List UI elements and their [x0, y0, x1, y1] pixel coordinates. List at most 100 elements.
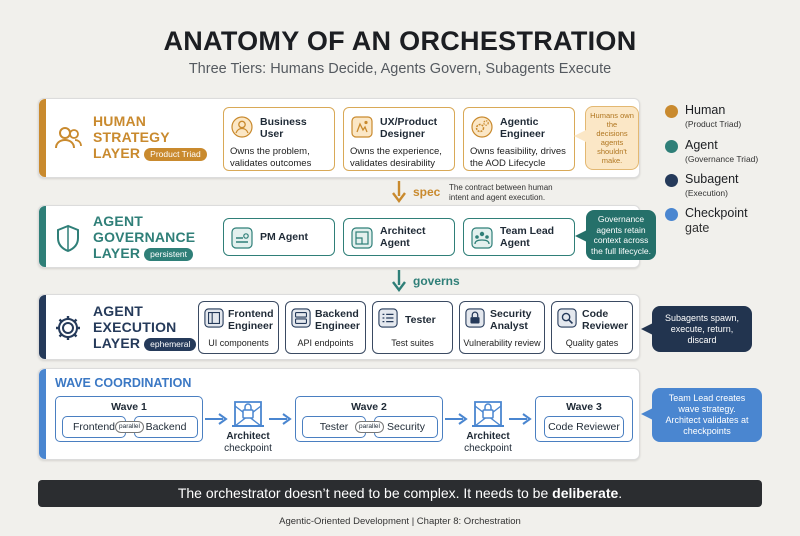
- magnifier-icon: [557, 308, 577, 328]
- code-reviewer-title: Code Reviewer: [582, 308, 628, 332]
- backend-engineer-title: Backend Engineer: [315, 308, 360, 332]
- agentic-engineer-title: Agentic Engineer: [500, 116, 545, 140]
- business-user-desc-line1: Owns the problem,: [230, 146, 310, 157]
- user-icon: [231, 116, 253, 138]
- wave-3-code-reviewer: Code Reviewer: [544, 416, 624, 438]
- arrow-right-icon: [445, 413, 468, 425]
- legend-human-name: Human: [685, 103, 726, 117]
- ux-designer-title: UX/Product Designer: [380, 116, 437, 140]
- spec-arrow-icon: [392, 181, 406, 203]
- wave-callout-line4: checkpoints: [683, 426, 731, 436]
- agent-layer-title-line1: AGENT: [93, 213, 143, 229]
- human-layer-title-line3: LAYER: [93, 145, 141, 161]
- wave-3-title: Wave 3: [566, 401, 602, 413]
- gate-icon: [232, 401, 264, 427]
- team-lead-agent-title: Team Lead Agent: [500, 225, 554, 249]
- security-analyst-title-line2: Analyst: [490, 320, 528, 332]
- clipboard-icon: [231, 227, 253, 249]
- execution-layer-bar: [39, 295, 46, 359]
- tester-title: Tester: [405, 314, 436, 326]
- legend-agent-dot: [665, 140, 678, 153]
- agentic-engineer-desc-line2: the AOD Lifecycle: [470, 157, 546, 169]
- human-callout-line4: agents: [600, 138, 624, 147]
- wave-coordination-layer: WAVE COORDINATION Wave 1 Frontend Backen…: [38, 368, 640, 460]
- execution-callout-line2: execute, return,: [670, 323, 734, 334]
- human-layer-bar: [39, 99, 46, 177]
- execution-layer-title-line3: LAYER: [93, 335, 141, 351]
- spec-description: The contract between human intent and ag…: [449, 183, 553, 203]
- human-layer-title-line1: HUMAN: [93, 113, 147, 129]
- code-reviewer-card: Code Reviewer Quality gates: [551, 301, 633, 354]
- legend-subagent-sub: (Execution): [685, 188, 728, 198]
- security-analyst-title-line1: Security: [490, 308, 532, 320]
- footer-text-suffix: .: [618, 485, 623, 501]
- pm-agent-title: PM Agent: [260, 231, 309, 243]
- wave-1-parallel-badge: parallel: [115, 421, 144, 433]
- spec-description-line1: The contract between human: [449, 183, 553, 192]
- wave-1-backend: Backend: [134, 416, 198, 438]
- checkpoint-2-line2: checkpoint: [464, 443, 512, 454]
- code-reviewer-title-line1: Code: [582, 308, 609, 320]
- architect-agent-title-line2: Agent: [380, 237, 410, 249]
- legend-checkpoint-name: Checkpoint: [685, 206, 748, 220]
- agent-callout-tail: [575, 230, 587, 242]
- agent-layer-title-line2: GOVERNANCE: [93, 229, 196, 245]
- arrow-right-icon: [509, 413, 532, 425]
- code-reviewer-title-line2: Reviewer: [582, 320, 629, 332]
- frontend-engineer-title-line2: Engineer: [228, 320, 273, 332]
- execution-callout-line3: discard: [687, 334, 717, 345]
- ux-designer-title-line2: Designer: [380, 128, 425, 140]
- page-subtitle: Three Tiers: Humans Decide, Agents Gover…: [188, 61, 612, 77]
- agentic-engineer-title-line1: Agentic: [500, 116, 539, 128]
- ux-designer-desc-line2: validates desirability: [350, 157, 436, 169]
- execution-callout-line1: Subagents spawn,: [664, 312, 740, 323]
- execution-callout-tail: [641, 323, 653, 335]
- tester-desc: Test suites: [391, 338, 434, 348]
- legend-human-dot: [665, 105, 678, 118]
- governs-arrow-icon: [392, 270, 406, 292]
- agentic-engineer-title-line2: Engineer: [500, 128, 545, 140]
- frontend-engineer-desc: UI components: [208, 338, 269, 348]
- wave-callout-line3: Architect validates at: [665, 415, 749, 425]
- wave-2-title: Wave 2: [351, 401, 387, 413]
- security-analyst-title: Security Analyst: [490, 308, 531, 332]
- wave-callout-line1: Team Lead creates: [668, 393, 746, 403]
- agent-callout-line1: Governance: [597, 214, 645, 224]
- agentic-engineer-card: Agentic Engineer Owns feasibility, drive…: [463, 107, 575, 171]
- wave-callout-tail: [641, 408, 653, 420]
- design-icon: [351, 116, 373, 138]
- human-callout-line1: Humans own: [590, 111, 634, 120]
- frontend-engineer-title: Frontend Engineer: [228, 308, 274, 332]
- spec-description-line2: intent and agent execution.: [449, 193, 546, 202]
- team-lead-agent-card: Team Lead Agent: [463, 218, 575, 256]
- code-reviewer-desc: Quality gates: [565, 338, 619, 348]
- execution-callout: Subagents spawn, execute, return, discar…: [652, 306, 752, 352]
- governs-label: governs: [413, 274, 460, 288]
- legend-checkpoint-dot: [665, 208, 678, 221]
- team-lead-agent-title-line1: Team Lead: [500, 225, 555, 237]
- pm-agent-card: PM Agent: [223, 218, 335, 256]
- legend-agent-name: Agent: [685, 138, 718, 152]
- human-callout-line6: make.: [601, 156, 623, 165]
- checkpoint-1-line1: Architect: [226, 431, 270, 442]
- security-analyst-card: Security Analyst Vulnerability review: [459, 301, 545, 354]
- agent-callout-line2: agents retain: [596, 224, 646, 235]
- arrow-right-icon: [269, 413, 292, 425]
- business-user-desc-line2: validates outcomes: [230, 157, 312, 169]
- gear-icon: [56, 316, 80, 340]
- wave-coordination-title: WAVE COORDINATION: [55, 376, 192, 390]
- agent-layer-bar: [39, 206, 46, 267]
- wave-callout-line2: wave strategy.: [678, 404, 736, 414]
- legend-agent-sub: (Governance Triad): [685, 154, 759, 164]
- checklist-icon: [378, 308, 398, 328]
- human-callout-line5: shouldn't: [597, 147, 627, 156]
- checkpoint-1-line2: checkpoint: [224, 443, 272, 454]
- footer-text-bold: deliberate: [552, 485, 619, 501]
- backend-engineer-title-line1: Backend: [315, 308, 359, 320]
- business-user-title: Business User: [260, 116, 307, 140]
- wave-2: Wave 2 Tester Security parallel: [295, 396, 443, 442]
- server-icon: [291, 308, 311, 328]
